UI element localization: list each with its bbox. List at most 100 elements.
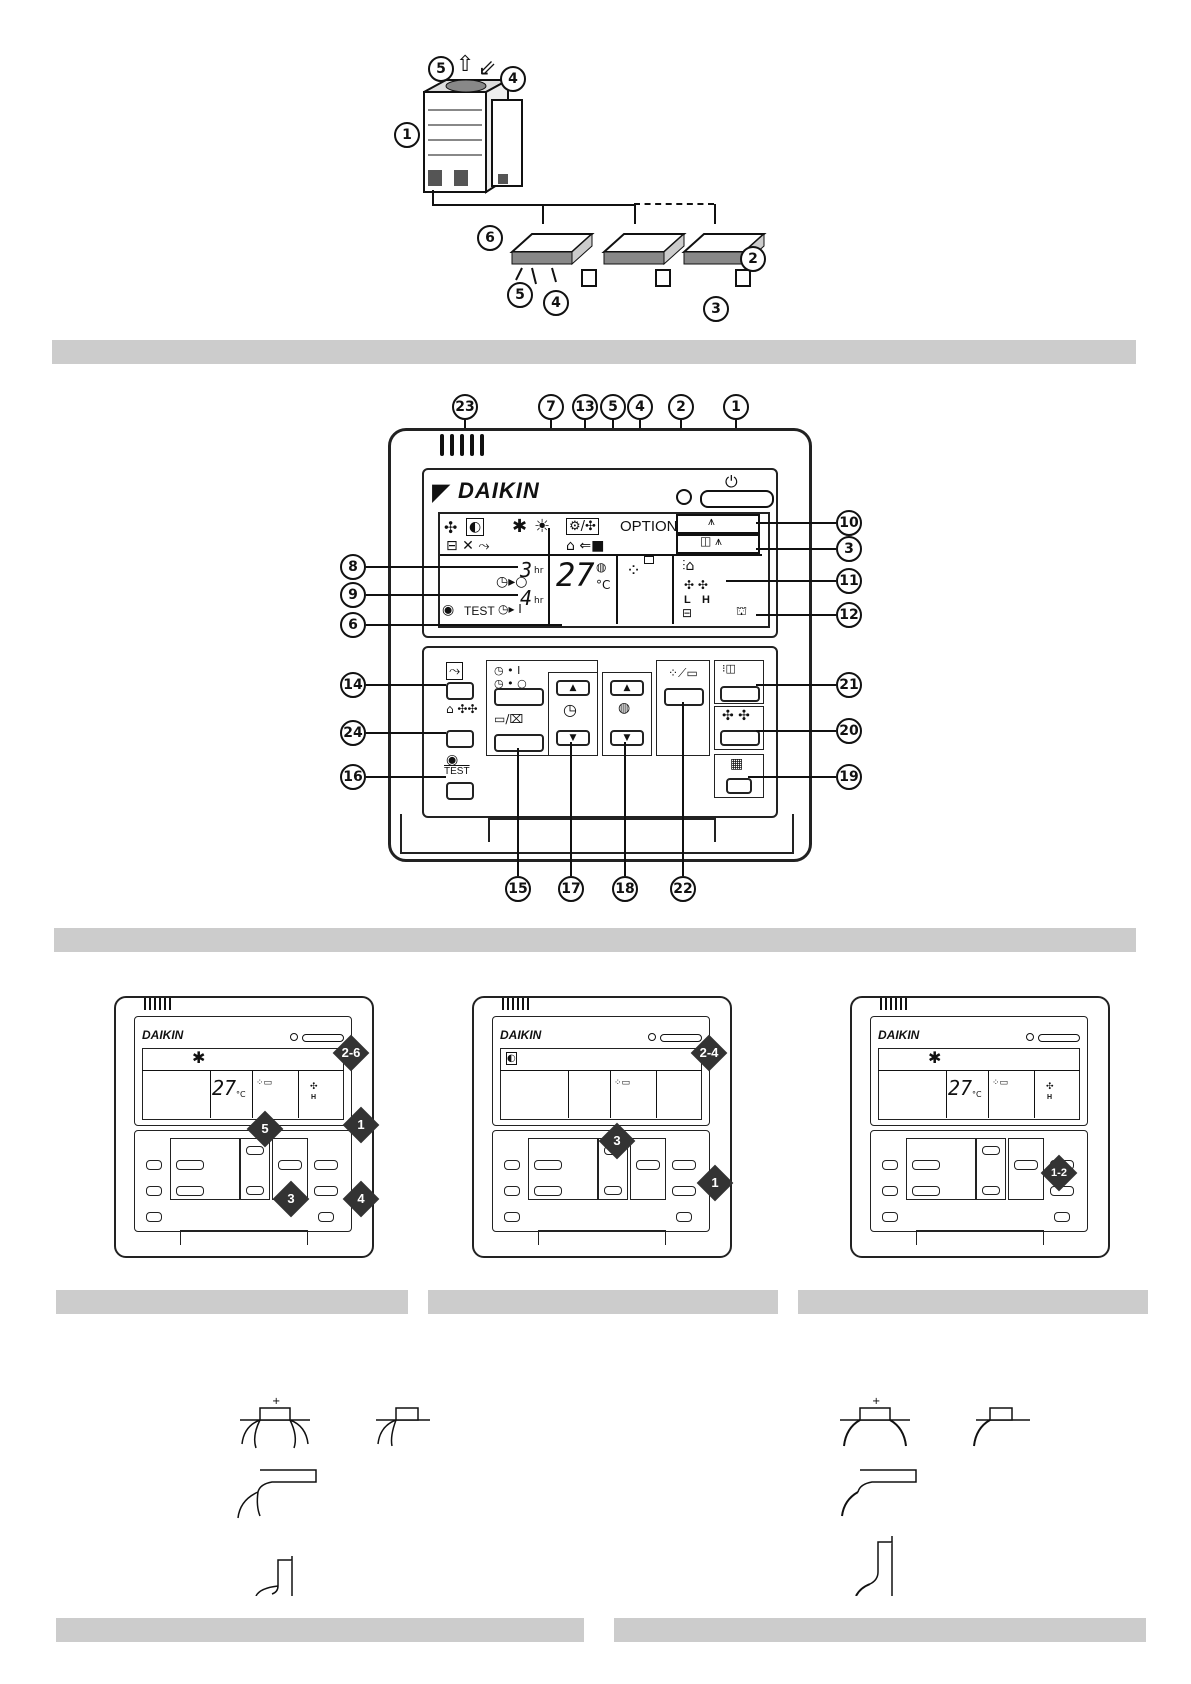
mini-ventilation-button[interactable]: [882, 1160, 898, 1170]
mini-test-button[interactable]: [504, 1212, 520, 1222]
mini-on-off-button[interactable]: [1038, 1034, 1080, 1042]
leader: [366, 624, 562, 626]
mini-airflow-button[interactable]: [1014, 1160, 1038, 1170]
leader: [366, 684, 446, 686]
brand-logo: DAIKIN: [458, 478, 540, 503]
step-badge-1: 1: [342, 1106, 380, 1144]
leader: [624, 742, 626, 876]
on-off-button[interactable]: [700, 490, 774, 508]
mini-filter-button[interactable]: [318, 1212, 334, 1222]
mini-timer-reserve-button[interactable]: [176, 1186, 204, 1196]
lcd-divider: [440, 554, 762, 556]
inspection-test-button[interactable]: [446, 782, 474, 800]
callout-3-remote: 3: [703, 296, 729, 322]
ventilation-amount-icon: ⌂ ✣✣: [446, 702, 478, 716]
mini-vent-slots: [502, 998, 529, 1010]
mini-timer-reserve-button[interactable]: [534, 1186, 562, 1196]
mini-temperature-down-button[interactable]: [982, 1186, 1000, 1195]
defrost-icon: ⌂ ⇐■: [566, 538, 605, 554]
fan-speed-icon: ✣ ✣: [684, 578, 708, 592]
timer-off-value: 4: [520, 586, 533, 610]
mini-lcd-divider: [568, 1070, 569, 1118]
callout-17: 17: [558, 876, 584, 902]
element-clean-icon: ⛫: [736, 604, 748, 618]
mini-lcd: [500, 1048, 702, 1120]
ventilation-amount-button[interactable]: [446, 730, 474, 748]
fixed-direction-diagrams: +: [840, 1396, 1030, 1596]
operation-mode-button[interactable]: [720, 686, 760, 702]
callout-6: 6: [340, 612, 366, 638]
mini-temperature-down-button[interactable]: [246, 1186, 264, 1195]
callout-13: 13: [572, 394, 598, 420]
mini-lcd-divider: [878, 1070, 1080, 1071]
power-icon: ⏻: [725, 472, 738, 491]
thermometer-button-icon: ◍: [618, 700, 631, 716]
lcd-divider: [616, 554, 618, 624]
mini-ventilation-button[interactable]: [504, 1160, 520, 1170]
heat-mode-icon: ☀: [534, 516, 551, 537]
louver-icon: [644, 556, 654, 564]
timer-reserve-button[interactable]: [494, 734, 544, 752]
caption-bar-3: [798, 1290, 1148, 1314]
caption-bar-5: [614, 1618, 1146, 1642]
temperature-down-button[interactable]: ▼: [610, 730, 644, 746]
callout-5-indoor: 5: [507, 282, 533, 308]
lid-handle: [488, 818, 716, 842]
option-box-2: [676, 534, 760, 554]
temperature-up-button[interactable]: ▲: [610, 680, 644, 696]
mini-ventilation-amount-button[interactable]: [146, 1186, 162, 1196]
section-bar-2: [54, 928, 1136, 952]
step-badge-2-4: 2-4: [690, 1034, 728, 1072]
mini-mode-button[interactable]: [672, 1160, 696, 1170]
mini-airflow-button[interactable]: [278, 1160, 302, 1170]
airflow-direction-button-icon: ⁘⟋▭: [668, 666, 698, 680]
timer-clock-small-icon: ◷▸ I: [498, 602, 522, 616]
mini-timer-mode-button[interactable]: [534, 1160, 562, 1170]
mini-timer-mode-button[interactable]: [912, 1160, 940, 1170]
timer-up-button[interactable]: ▲: [556, 680, 590, 696]
lcd-divider: [672, 554, 674, 624]
mini-on-off-button[interactable]: [660, 1034, 702, 1042]
mini-ventilation-amount-button[interactable]: [504, 1186, 520, 1196]
section-bar-1: [52, 340, 1136, 364]
mini-airflow-button[interactable]: [636, 1160, 660, 1170]
mini-ventilation-amount-button[interactable]: [882, 1186, 898, 1196]
callout-1-outdoor: 1: [394, 122, 420, 148]
step-badge-3: 3: [598, 1122, 636, 1160]
mini-temperature-up-button[interactable]: [982, 1146, 1000, 1155]
mini-set-temperature: 27: [212, 1076, 237, 1100]
centralized-control-icon: ⚙/✣: [566, 518, 599, 535]
timer-mode-button[interactable]: [494, 688, 544, 706]
mini-brand-logo: DAIKIN: [878, 1028, 920, 1042]
mini-fan-button[interactable]: [314, 1186, 338, 1196]
timer-on-unit: hr: [534, 566, 544, 576]
dry-mode-icon: ◐: [466, 518, 485, 536]
mini-test-button[interactable]: [882, 1212, 898, 1222]
fan-speed-button[interactable]: [720, 730, 760, 746]
vent-slots: [440, 434, 484, 456]
mini-temperature-up-button[interactable]: [246, 1146, 264, 1155]
mini-timer-reserve-button[interactable]: [912, 1186, 940, 1196]
mini-brand-logo: DAIKIN: [142, 1028, 184, 1042]
mini-ventilation-button[interactable]: [146, 1160, 162, 1170]
filter-reset-button[interactable]: [726, 778, 752, 794]
operation-mode-icon: ⁝◫: [722, 662, 736, 675]
ventilation-mode-button[interactable]: [446, 682, 474, 700]
mini-temperature-down-button[interactable]: [604, 1186, 622, 1195]
mini-lid-handle: [538, 1230, 666, 1245]
mini-fan-button[interactable]: [672, 1186, 696, 1196]
mini-lcd-divider: [946, 1070, 947, 1118]
mini-filter-button[interactable]: [676, 1212, 692, 1222]
airflow-direction-button[interactable]: [664, 688, 704, 706]
mini-operation-lamp: [1026, 1033, 1034, 1041]
svg-text:+: +: [272, 1396, 280, 1407]
air-out-arrow-icon: ⇧: [456, 52, 475, 77]
timer-down-button[interactable]: ▼: [556, 730, 590, 746]
mini-filter-button[interactable]: [1054, 1212, 1070, 1222]
mini-lcd-divider: [142, 1070, 344, 1071]
mini-test-button[interactable]: [146, 1212, 162, 1222]
mini-mode-button[interactable]: [314, 1160, 338, 1170]
mini-timer-mode-button[interactable]: [176, 1160, 204, 1170]
mini-on-off-button[interactable]: [302, 1034, 344, 1042]
fan-mode-icon: ✣: [444, 518, 458, 537]
